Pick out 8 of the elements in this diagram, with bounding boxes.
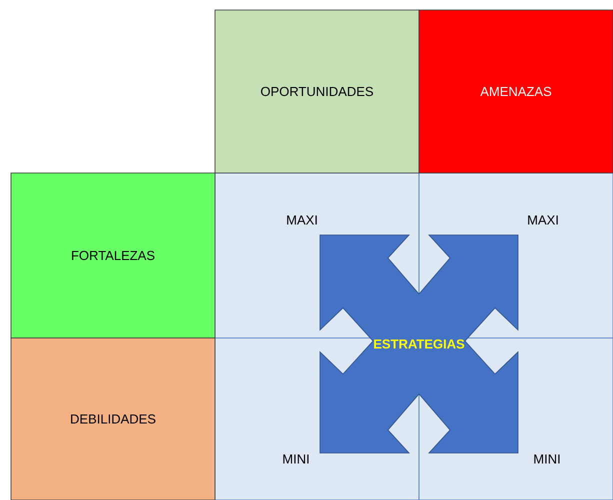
category-box: DEBILIDADES bbox=[10, 338, 216, 500]
category-box: OPORTUNIDADES bbox=[214, 10, 420, 174]
quadrant-label: MINI bbox=[534, 454, 560, 464]
quadrant-label: MAXI bbox=[528, 216, 558, 224]
quadrant-label: MAXI bbox=[287, 216, 317, 224]
category-box: FORTALEZAS bbox=[10, 172, 216, 338]
quadrant-label: MINI bbox=[283, 454, 309, 464]
category-box: AMENAZAS bbox=[418, 10, 613, 174]
